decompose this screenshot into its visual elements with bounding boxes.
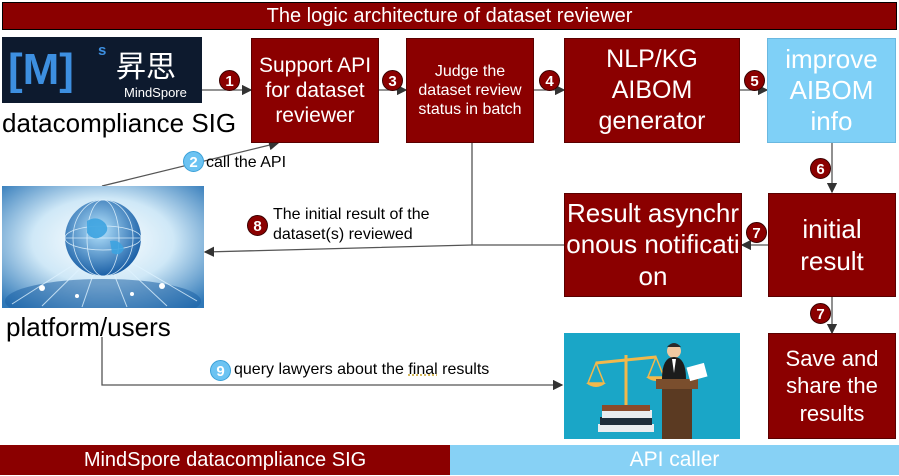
- step-badge-1: 1: [219, 70, 240, 91]
- step-badge-7-notify: 7: [746, 222, 767, 243]
- step-badge-3: 3: [382, 70, 403, 91]
- nlp-kg-box: NLP/KG AIBOM generator: [564, 38, 740, 143]
- logo-chinese-text: 昇思: [116, 50, 176, 85]
- query-suffix: results: [437, 361, 490, 378]
- step-badge-6: 6: [810, 158, 831, 179]
- logo-bracket-text: [M]: [8, 45, 74, 94]
- support-api-box: Support API for dataset reviewer: [251, 38, 379, 143]
- save-share-box: Save and share the results: [768, 333, 896, 439]
- step-badge-9: 9: [210, 360, 231, 381]
- page-title: The logic architecture of dataset review…: [2, 2, 897, 30]
- arrow-platform-to-lawyer: [101, 337, 564, 391]
- judge-batch-box: Judge the dataset review status in batch: [406, 38, 534, 143]
- initial-result-box: initial result: [768, 193, 896, 297]
- globe-network-image: [2, 186, 204, 323]
- query-prefix: query lawyers about the: [234, 361, 409, 378]
- footer-api-caller: API caller: [450, 445, 899, 475]
- step-badge-2: 2: [183, 151, 204, 172]
- mindspore-logo-graphic: [M] s 昇思 MindSpore: [8, 42, 187, 100]
- step-badge-4: 4: [539, 70, 560, 91]
- call-api-label: call the API: [206, 154, 287, 171]
- initial-result-line-1: The initial result of the: [273, 206, 430, 223]
- datacompliance-sig-label: datacompliance SIG: [2, 108, 237, 138]
- lawyer-illustration: [564, 333, 740, 439]
- step-badge-5: 5: [744, 70, 765, 91]
- lawyer-graphic: [586, 343, 708, 439]
- platform-users-label: platform/users: [6, 312, 171, 342]
- logo-superscript: s: [98, 42, 106, 59]
- globe-graphic: [2, 186, 204, 323]
- initial-result-notice-label: The initial result of the dataset(s) rev…: [273, 205, 430, 245]
- step-badge-8: 8: [247, 215, 268, 236]
- result-async-box: Result asynchronous notification: [564, 193, 742, 297]
- improve-aibom-box: improve AIBOM info: [767, 38, 896, 143]
- footer-mindspore-sig: MindSpore datacompliance SIG: [0, 445, 450, 475]
- logo-brand-text: MindSpore: [124, 85, 187, 100]
- step-badge-7-save: 7: [810, 303, 831, 324]
- query-lawyers-label: query lawyers about the final results: [234, 361, 489, 379]
- mindspore-logo: [M] s 昇思 MindSpore: [2, 37, 202, 103]
- query-final-word: final: [408, 361, 438, 378]
- arrow-async-to-platform: [203, 244, 564, 257]
- initial-result-line-2: dataset(s) reviewed: [273, 226, 413, 243]
